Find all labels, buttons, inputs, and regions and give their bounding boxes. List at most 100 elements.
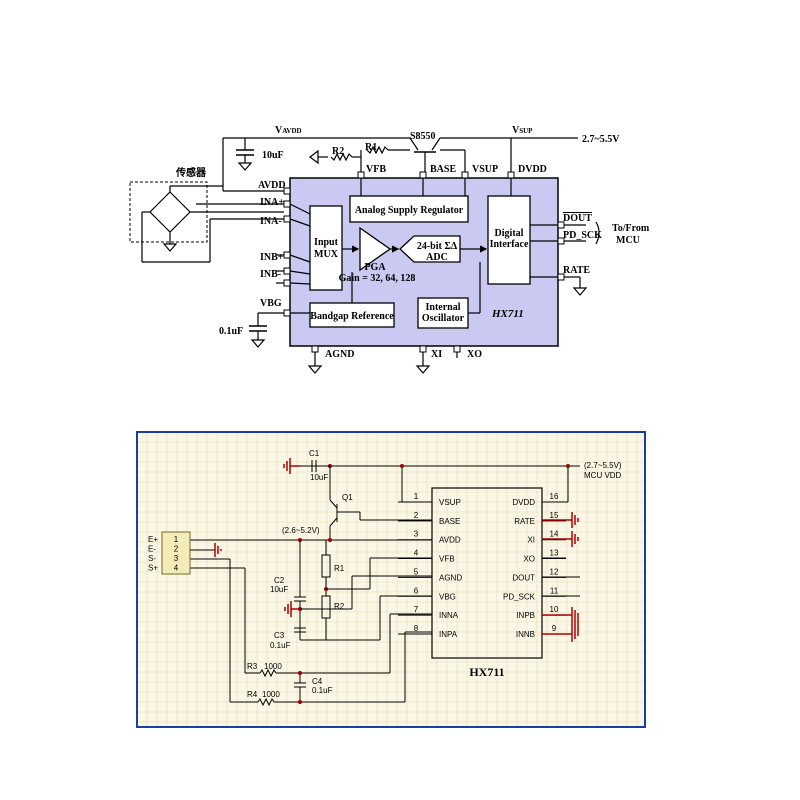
load-cell-connector	[161, 531, 191, 575]
pin-xo: XO	[467, 349, 482, 360]
wheatstone-bridge	[149, 191, 191, 233]
connector-pin-number: 1	[174, 535, 179, 544]
c2-label: C2	[274, 576, 285, 585]
pin-number: 5	[414, 567, 419, 576]
pin-name: INNB	[516, 630, 535, 639]
pin-name: VFB	[439, 555, 455, 564]
s8550-transistor-symbol	[409, 137, 441, 172]
bandgap-reference-label: Bandgap Reference	[310, 311, 394, 322]
pin-inb-minus: INB-	[260, 269, 281, 280]
pin-avdd: AVDD	[258, 180, 286, 191]
pin-name: INPB	[516, 611, 535, 620]
hx711-ic-body	[431, 487, 543, 659]
pin-number: 2	[414, 511, 419, 520]
pin-base: BASE	[430, 164, 456, 175]
pin-number: 14	[550, 530, 559, 539]
digital-interface-label-2: Interface	[490, 239, 529, 250]
mcu-label: MCU	[616, 235, 640, 246]
top-block-diagram: HX711 Analog Supply Regulator Input MUX …	[129, 125, 650, 374]
pin-name: AGND	[439, 573, 462, 582]
pin-number: 1	[414, 492, 419, 501]
ground-xi	[542, 531, 579, 547]
r3-label: R3	[247, 662, 258, 671]
c1-label: C1	[309, 449, 320, 458]
pin-number: 16	[550, 492, 559, 501]
pga-gain-label: Gain = 32, 64, 128	[339, 273, 416, 284]
cap-01uf-label: 0.1uF	[219, 326, 243, 337]
pin-agnd: AGND	[325, 349, 354, 360]
vavdd-label: VAVDD	[275, 125, 302, 136]
pin-xi: XI	[431, 349, 442, 360]
connector-signal: S-	[148, 554, 156, 563]
pin-number: 9	[552, 624, 557, 633]
pin-number: 10	[550, 605, 559, 614]
pin-name: VSUP	[439, 498, 461, 507]
schematic-frame	[136, 431, 646, 728]
r1-label: R1	[365, 142, 377, 153]
sensor-label: 传感器	[175, 166, 207, 179]
pin-number: 13	[550, 549, 559, 558]
adc-label-2: ADC	[426, 252, 448, 263]
pin-name: VBG	[439, 592, 456, 601]
pin-name: INPA	[439, 630, 458, 639]
chip-name: HX711	[491, 308, 524, 320]
q1-label: Q1	[342, 493, 353, 502]
vdd-range-label: (2.7~5.5V)	[584, 461, 622, 470]
input-mux-label-1: Input	[314, 237, 339, 248]
adc-label-1: 24-bit ΣΔ	[417, 241, 458, 252]
connector-pins: 1E+2E-3S-4S+	[148, 535, 179, 573]
digital-interface-block	[487, 195, 531, 285]
to-from-label: To/From	[612, 223, 650, 234]
pin-number: 6	[414, 586, 419, 595]
pin-name: RATE	[514, 517, 535, 526]
pin-ina-minus: INA-	[260, 216, 282, 227]
pin-dout: DOUT	[563, 213, 592, 224]
pin-name: DVDD	[512, 498, 535, 507]
pin-dvdd: DVDD	[518, 164, 547, 175]
c3-label: C3	[274, 631, 285, 640]
digital-interface-label-1: Digital	[495, 228, 524, 239]
supply-range-label: 2.7~5.5V	[582, 134, 620, 145]
pin-number: 12	[550, 567, 559, 576]
pin-number: 3	[414, 530, 419, 539]
pin-name: INNA	[439, 611, 459, 620]
connector-signal: E+	[148, 535, 158, 544]
pga-label: PGA	[364, 262, 386, 273]
ground-rate	[542, 512, 579, 528]
pin-vfb: VFB	[366, 164, 386, 175]
pga-block	[359, 226, 392, 272]
connector-pin-number: 4	[174, 564, 179, 573]
pin-name: AVDD	[439, 536, 461, 545]
internal-oscillator-label-1: Internal	[426, 302, 461, 313]
connector-pin-number: 3	[174, 554, 179, 563]
r4-value: 1000	[262, 690, 280, 699]
pin-number: 7	[414, 605, 419, 614]
analog-supply-regulator-block	[349, 195, 469, 223]
pin-number: 4	[414, 549, 419, 558]
pin-inb-plus: INB+	[260, 252, 284, 263]
pin-vsup: VSUP	[472, 164, 498, 175]
pin-number: 8	[414, 624, 419, 633]
r3-value: 1000	[264, 662, 282, 671]
connector-signal: S+	[148, 564, 158, 573]
input-mux-label-2: MUX	[314, 249, 339, 260]
r4-label: R4	[247, 690, 258, 699]
c3-value: 0.1uF	[270, 641, 291, 650]
c1-value: 10uF	[310, 473, 328, 482]
input-mux-block	[309, 205, 343, 291]
pin-number: 15	[550, 511, 559, 520]
c4-value: 0.1uF	[312, 686, 333, 695]
pin-name: DOUT	[512, 573, 535, 582]
internal-oscillator-label-2: Oscillator	[422, 313, 465, 324]
ic-name: HX711	[469, 665, 504, 679]
pin-vbg: VBG	[260, 298, 282, 309]
c2-value: 10uF	[270, 585, 288, 594]
internal-oscillator-block	[417, 297, 469, 329]
pin-number: 11	[550, 586, 559, 595]
pin-ina-plus: INA+	[260, 197, 284, 208]
transistor-label: S8550	[410, 131, 436, 142]
pin-rate: RATE	[563, 265, 590, 276]
pin-name: XO	[523, 555, 535, 564]
connector-signal: E-	[148, 545, 156, 554]
